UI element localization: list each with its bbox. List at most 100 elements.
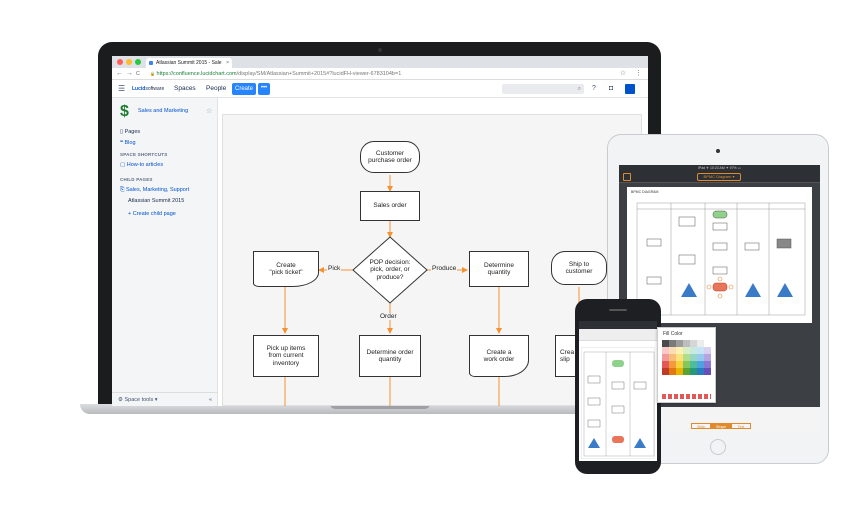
- color-swatch[interactable]: [669, 361, 676, 368]
- tab-shape[interactable]: Shape: [711, 423, 731, 429]
- color-swatch[interactable]: [669, 368, 676, 375]
- tablet-diagram-sheet[interactable]: BPMC DIAGRAM: [627, 187, 812, 323]
- phone-triangle-shape: [588, 438, 600, 448]
- forward-button[interactable]: →: [126, 70, 133, 77]
- color-swatch[interactable]: [697, 354, 704, 361]
- brand-logo[interactable]: Lucidsoftware: [132, 84, 164, 94]
- close-window-button[interactable]: [117, 59, 123, 65]
- tab-title: Atlassian Summit 2015 - Sale: [156, 60, 222, 66]
- search-icon: ⌕: [577, 86, 581, 92]
- color-swatch[interactable]: [697, 340, 704, 347]
- phone-swimlane-diagram: [583, 351, 655, 457]
- sidebar-item-pages[interactable]: ▯ Pages: [120, 129, 141, 135]
- nav-spaces[interactable]: Spaces: [174, 85, 196, 92]
- color-swatch[interactable]: [683, 354, 690, 361]
- color-swatch[interactable]: [690, 368, 697, 375]
- color-swatch[interactable]: [704, 354, 711, 361]
- color-swatch[interactable]: [662, 354, 669, 361]
- node-create-pick-ticket[interactable]: Create "pick ticket": [253, 251, 319, 287]
- color-swatch[interactable]: [662, 340, 669, 347]
- color-swatch[interactable]: [704, 368, 711, 375]
- node-customer-purchase-order[interactable]: Customer purchase order: [360, 141, 420, 173]
- back-button[interactable]: ←: [116, 70, 123, 77]
- sidebar-item-blog[interactable]: ❝ Blog: [120, 140, 136, 146]
- color-swatch[interactable]: [683, 368, 690, 375]
- favourite-star-icon[interactable]: ☆: [206, 108, 213, 115]
- color-swatch[interactable]: [669, 354, 676, 361]
- space-name-link[interactable]: Sales and Marketing: [138, 108, 189, 114]
- laptop-camera: [378, 48, 382, 52]
- color-swatch[interactable]: [669, 340, 676, 347]
- color-swatch[interactable]: [676, 368, 683, 375]
- minimize-window-button[interactable]: [126, 59, 132, 65]
- url-field[interactable]: 🔒 https://confluence.lucidchart.com/disp…: [150, 69, 401, 79]
- collapse-sidebar-icon[interactable]: «: [208, 397, 212, 403]
- tablet-node: [678, 216, 696, 227]
- color-swatch[interactable]: [683, 347, 690, 354]
- color-swatch[interactable]: [662, 368, 669, 375]
- lock-icon: 🔒: [150, 71, 155, 76]
- color-swatch[interactable]: [662, 361, 669, 368]
- decision-diamond[interactable]: [352, 236, 428, 304]
- help-icon[interactable]: ?: [592, 85, 596, 92]
- app-switcher-icon[interactable]: ☰: [118, 84, 126, 93]
- create-button[interactable]: Create: [232, 83, 256, 95]
- color-swatch[interactable]: [676, 340, 683, 347]
- more-button[interactable]: •••: [258, 83, 270, 95]
- notifications-icon[interactable]: ◘: [609, 85, 614, 92]
- color-swatch[interactable]: [697, 361, 704, 368]
- color-swatch[interactable]: [690, 340, 697, 347]
- space-tools-label: Space tools ▾: [124, 397, 158, 403]
- color-swatch[interactable]: [690, 361, 697, 368]
- bookmark-star-icon[interactable]: ☆: [619, 70, 626, 77]
- color-swatch[interactable]: [704, 361, 711, 368]
- color-swatch[interactable]: [669, 347, 676, 354]
- document-title-dropdown[interactable]: BPMC Diagram ▾: [697, 173, 741, 181]
- color-swatch[interactable]: [676, 361, 683, 368]
- child-page-atlassian-summit[interactable]: Atlassian Summit 2015: [128, 198, 185, 204]
- color-swatch[interactable]: [683, 340, 690, 347]
- space-logo-icon[interactable]: $: [120, 103, 129, 120]
- phone-toolbar: [579, 329, 657, 341]
- color-swatch[interactable]: [676, 354, 683, 361]
- color-swatch[interactable]: [690, 347, 697, 354]
- recent-colors-strip[interactable]: [662, 394, 711, 399]
- node-determine-quantity[interactable]: Determine quantity: [469, 251, 529, 287]
- close-tab-icon[interactable]: ×: [226, 60, 229, 66]
- documents-icon[interactable]: [623, 173, 631, 181]
- color-swatch[interactable]: [690, 354, 697, 361]
- tab-style[interactable]: Style: [691, 423, 711, 429]
- browser-menu-icon[interactable]: ⋮: [635, 70, 642, 77]
- search-input[interactable]: ⌕: [502, 84, 584, 94]
- color-swatch[interactable]: [704, 347, 711, 354]
- node-ship-to-customer[interactable]: Ship to customer: [551, 251, 607, 285]
- color-swatch[interactable]: [697, 368, 704, 375]
- reload-button[interactable]: C: [136, 71, 140, 77]
- lucidchart-viewer: Customer purchase order Sales order POP …: [218, 98, 642, 406]
- color-swatch[interactable]: [697, 347, 704, 354]
- child-page-sales-marketing-support[interactable]: ⎘ Sales, Marketing, Support: [120, 187, 190, 193]
- color-swatch[interactable]: [704, 340, 711, 347]
- browser-tab[interactable]: Atlassian Summit 2015 - Sale ×: [146, 58, 232, 68]
- node-pick-up-items[interactable]: Pick up items from current inventory: [253, 335, 319, 377]
- nav-people[interactable]: People: [206, 85, 227, 92]
- node-pop-decision[interactable]: POP decision: pick, order, or produce?: [369, 258, 411, 281]
- avatar[interactable]: [625, 84, 635, 94]
- tab-text[interactable]: Text: [731, 423, 751, 429]
- color-swatch[interactable]: [676, 347, 683, 354]
- phone-diagram-sheet[interactable]: [581, 347, 655, 459]
- maximize-window-button[interactable]: [135, 59, 141, 65]
- sidebar-item-how-to[interactable]: ▢ How-to articles: [120, 162, 164, 168]
- node-determine-order-quantity[interactable]: Determine order quantity: [359, 335, 421, 377]
- tablet-triangle-shape: [681, 283, 697, 297]
- diagram-canvas[interactable]: Customer purchase order Sales order POP …: [222, 114, 642, 406]
- create-child-page-link[interactable]: + Create child page: [128, 211, 176, 217]
- color-swatch[interactable]: [683, 361, 690, 368]
- tablet-home-button[interactable]: [710, 439, 726, 455]
- tablet-node: [678, 254, 696, 265]
- space-tools-menu[interactable]: ⚙ Space tools ▾ «: [112, 392, 218, 406]
- browser-tabbar: Atlassian Summit 2015 - Sale ×: [112, 56, 648, 68]
- color-swatch[interactable]: [662, 347, 669, 354]
- node-sales-order[interactable]: Sales order: [360, 191, 420, 221]
- node-create-work-order[interactable]: Create a work order: [469, 335, 529, 377]
